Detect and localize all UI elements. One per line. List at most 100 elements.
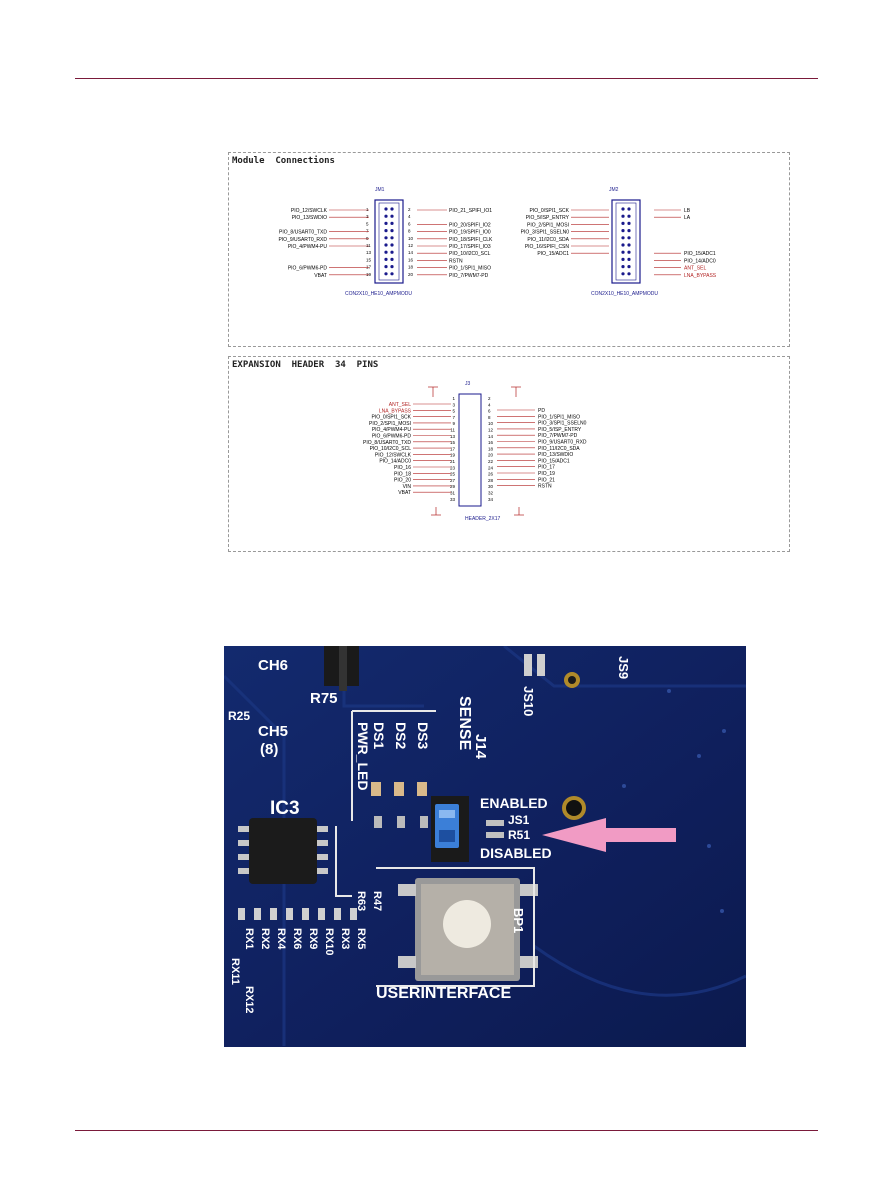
pin-number: 28 <box>488 478 494 483</box>
pin-number: 15 <box>366 257 372 262</box>
net-label: PIO_16 <box>394 465 411 471</box>
label-rx5: RX5 <box>355 928 367 949</box>
pin-number: 20 <box>408 272 414 277</box>
pin-dot <box>621 207 625 211</box>
pin-number: 8 <box>408 229 411 234</box>
label-r51: R51 <box>508 828 530 842</box>
net-label: PIO_15/ADC1 <box>538 458 570 464</box>
pin-dot <box>390 250 394 254</box>
pin-number: 3 <box>366 214 369 219</box>
pin-number: 4 <box>488 402 491 407</box>
net-label: VBAT <box>314 273 327 279</box>
pin-number: 17 <box>366 265 372 270</box>
pin-number: 5 <box>452 409 455 414</box>
pin-number: 20 <box>488 453 494 458</box>
pin-dot <box>621 272 625 276</box>
pin-dot <box>384 236 388 240</box>
net-label: PIO_9/USART0_RXD <box>538 440 587 446</box>
net-label: PD <box>538 408 545 414</box>
label-rx6: RX6 <box>291 928 303 949</box>
pin-dot <box>390 229 394 233</box>
pin-number: 32 <box>488 491 494 496</box>
pin-number: 21 <box>450 459 456 464</box>
pin-number: 16 <box>408 257 414 262</box>
label-pwr-led: PWR_LED <box>355 722 371 790</box>
net-label: PIO_8/USART0_TXD <box>279 230 327 236</box>
expansion-header-title: EXPANSION HEADER 34 PINS <box>232 360 379 370</box>
pin-number: 14 <box>408 250 414 255</box>
pin-dot <box>384 257 388 261</box>
pin-dot <box>390 221 394 225</box>
label-rx10: RX10 <box>323 928 335 956</box>
header-rule <box>75 78 818 79</box>
pin-dot <box>390 272 394 276</box>
pin-dot <box>621 221 625 225</box>
pin-dot <box>384 250 388 254</box>
pin-number: 7 <box>452 415 455 420</box>
net-label: PIO_4/PWM4-PU <box>288 244 328 250</box>
pin-dot <box>384 272 388 276</box>
jm1-part: CON2X10_HE10_AMPMODU <box>345 291 412 297</box>
label-rx3: RX3 <box>339 928 351 949</box>
pin-number: 9 <box>452 421 455 426</box>
net-label: PIO_15/ADC1 <box>684 251 716 257</box>
pin-dot <box>621 214 625 218</box>
pin-dot <box>627 257 631 261</box>
net-label: PIO_13/SWDIO <box>538 452 573 458</box>
pin-dot <box>384 229 388 233</box>
net-label: PIO_6/PWM6-PD <box>288 266 328 272</box>
label-rx11: RX11 <box>229 958 241 985</box>
pin-number: 26 <box>488 472 494 477</box>
footer-rule <box>75 1130 818 1131</box>
net-label: PIO_19/SPIFI_IO0 <box>449 230 491 236</box>
net-label: ANT_SEL <box>389 402 411 408</box>
jm2-part: CON2X10_HE10_AMPMODU <box>591 291 658 297</box>
pin-dot <box>621 257 625 261</box>
label-rx9: RX9 <box>307 928 319 949</box>
label-rx2: RX2 <box>259 928 271 949</box>
pin-number: 22 <box>488 459 494 464</box>
net-label: PIO_14/ADC0 <box>379 459 411 465</box>
net-label: RSTN <box>449 258 463 264</box>
pin-number: 15 <box>450 440 456 445</box>
pin-dot <box>390 265 394 269</box>
module-connections-title: Module Connections <box>232 156 335 166</box>
pin-number: 18 <box>488 446 494 451</box>
net-label: LNA_BYPASS <box>379 408 412 414</box>
label-ds2: DS2 <box>393 722 409 749</box>
net-label: PIO_18/SPIFI_CLK <box>449 237 493 243</box>
pin-dot <box>627 207 631 211</box>
pin-number: 34 <box>488 497 494 502</box>
pin-number: 18 <box>408 265 414 270</box>
net-label: PIO_2/SPI1_MOSI <box>527 222 569 228</box>
pin-number: 19 <box>450 453 456 458</box>
pin-dot <box>621 243 625 247</box>
net-label: PIO_0/SPI1_SCK <box>372 415 412 421</box>
pin-number: 8 <box>488 415 491 420</box>
net-label: PIO_2/SPI1_MOSI <box>369 421 411 427</box>
net-label: PIO_20/SPIFI_IO2 <box>449 222 491 228</box>
net-label: PIO_6/PWM6-PD <box>372 434 412 440</box>
pin-number: 5 <box>366 221 369 226</box>
pin-dot <box>627 221 631 225</box>
pin-dot <box>390 257 394 261</box>
jm1-ref: JM1 <box>375 187 385 193</box>
net-label: PIO_0/SPI1_SCK <box>530 208 570 214</box>
pin-dot <box>621 250 625 254</box>
pin-dot <box>627 265 631 269</box>
pin-number: 2 <box>488 396 491 401</box>
pin-number: 11 <box>366 243 371 248</box>
pin-number: 23 <box>450 465 456 470</box>
pin-dot <box>627 229 631 233</box>
net-label: PIO_12/SWCLK <box>291 208 328 214</box>
pin-dot <box>621 265 625 269</box>
pin-number: 27 <box>450 478 456 483</box>
pin-number: 24 <box>488 465 494 470</box>
net-label: PIO_12/SWCLK <box>375 452 412 458</box>
pin-number: 17 <box>450 446 456 451</box>
net-label: PIO_5/ISP_ENTRY <box>538 427 582 433</box>
